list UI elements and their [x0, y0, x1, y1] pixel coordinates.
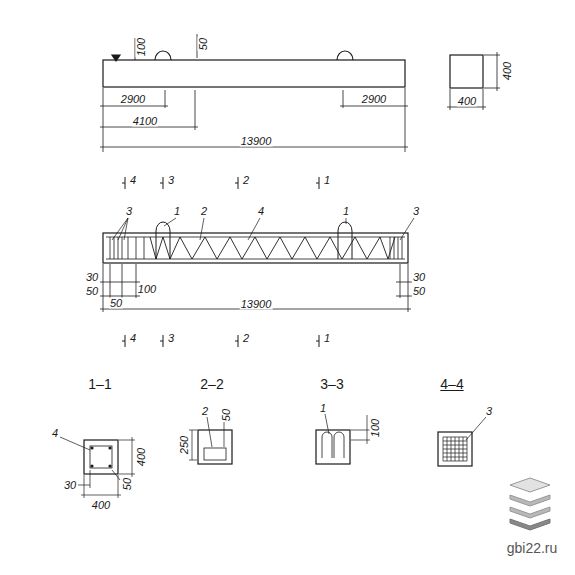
- dimension: 400: [457, 96, 477, 107]
- dimension: 50: [109, 298, 123, 309]
- section-mark: 1: [323, 175, 331, 186]
- section-mark: 4: [129, 333, 137, 344]
- logo-icon: [510, 478, 550, 530]
- dimension: 250: [179, 435, 190, 455]
- dimension-line: [100, 88, 408, 152]
- watermark: gbi22.ru: [506, 541, 559, 555]
- level-mark: [112, 55, 120, 61]
- section-mark: 4: [129, 175, 137, 186]
- spiral-reinforcement: [150, 237, 395, 259]
- dimension: 50: [122, 477, 133, 491]
- dimension: 400: [91, 500, 111, 511]
- beam-outline: [103, 60, 405, 87]
- dimension: 2900: [361, 94, 387, 105]
- dimension: 4100: [132, 116, 158, 127]
- dimension: 100: [136, 37, 147, 57]
- callout-number: 3: [485, 406, 493, 417]
- callout-number: 1: [342, 206, 350, 217]
- lifting-loop: [156, 222, 170, 259]
- beam-outline: [103, 233, 408, 263]
- callout-number: 4: [257, 206, 265, 217]
- section-title: 3–3: [319, 377, 344, 391]
- section-mark: 3: [167, 175, 175, 186]
- dimension: 30: [412, 272, 426, 283]
- dimension: 30: [85, 272, 99, 283]
- dimension: 2900: [120, 94, 146, 105]
- mesh-stirrup: [110, 237, 402, 259]
- dimension: 100: [370, 418, 381, 438]
- dimension: 50: [221, 408, 232, 422]
- callout-number: 3: [412, 206, 420, 217]
- lifting-loop: [155, 51, 171, 60]
- dimension: 13900: [240, 299, 273, 310]
- callout-number: 1: [173, 206, 181, 217]
- section-title: 4–4: [439, 377, 464, 391]
- section-mark: 3: [167, 333, 175, 344]
- dimension: 50: [198, 37, 209, 51]
- leader-line: [112, 218, 414, 240]
- callout-number: 1: [319, 403, 327, 414]
- section-title: 2–2: [199, 377, 224, 391]
- lifting-loop: [338, 222, 352, 259]
- callout-number: 4: [51, 428, 59, 439]
- lifting-loop: [337, 51, 353, 60]
- dimension: 50: [412, 286, 426, 297]
- callout-number: 2: [201, 406, 209, 417]
- dimension: 30: [63, 480, 77, 491]
- dimension: 400: [502, 61, 513, 81]
- dimension: 400: [136, 447, 147, 467]
- section-mark: 1: [323, 333, 331, 344]
- section-mark: 2: [242, 175, 250, 186]
- callout-number: 2: [200, 206, 208, 217]
- dimension: 50: [85, 286, 99, 297]
- dimension: 13900: [240, 136, 273, 147]
- section-mark: 2: [242, 333, 250, 344]
- mesh-pattern: [443, 417, 486, 461]
- callout-number: 3: [125, 206, 133, 217]
- section-title: 1–1: [87, 377, 112, 391]
- dimension: 100: [137, 284, 157, 295]
- section-marker: [122, 177, 319, 347]
- dimension-line: [100, 264, 412, 312]
